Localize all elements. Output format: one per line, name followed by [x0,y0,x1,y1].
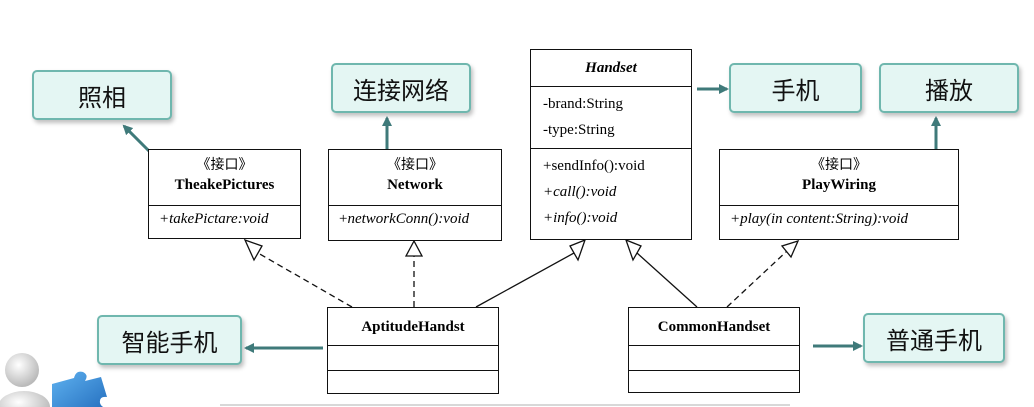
operations-section: +play(in content:String):void [720,205,958,232]
class-header: 《接口》 PlayWiring [720,150,958,205]
interface-play-wiring: 《接口》 PlayWiring +play(in content:String)… [719,149,959,240]
person-head-icon [5,353,39,387]
generalization-aptitude-handset [475,252,575,308]
class-header: 《接口》 Network [329,150,501,205]
note-common-phone: 普通手机 [863,313,1005,363]
triangle-head-network [404,239,424,257]
class-name: PlayWiring [802,177,876,193]
operations-section: +networkConn():void [329,205,501,232]
operations-section [629,370,799,392]
operations-section: +takePictare:void [149,205,300,232]
operation: +call():void [543,184,617,200]
class-name: Handset [585,60,637,76]
class-handset: Handset -brand:String -type:String +send… [530,49,692,240]
note-handset: 手机 [729,63,862,113]
stereotype-label: 《接口》 [387,157,443,173]
class-name: CommonHandset [657,318,771,335]
interface-network: 《接口》 Network +networkConn():void [328,149,502,241]
attributes-section: -brand:String -type:String [531,86,691,148]
class-name: AptitudeHandst [361,318,465,335]
person-body-icon [0,391,50,407]
generalization-common-handset [636,252,698,308]
note-smart-phone: 智能手机 [97,315,242,365]
puzzle-piece-icon [52,371,109,407]
realization-common-playwiring [726,250,788,308]
interface-take-pictures: 《接口》 TheakePictures +takePictare:void [148,149,301,239]
operation: +play(in content:String):void [730,211,908,227]
attributes-section [629,345,799,370]
attributes-section [328,345,498,370]
class-header: Handset [531,50,691,86]
operation: +networkConn():void [329,206,501,232]
class-common-handset: CommonHandset [628,307,800,393]
person-puzzle-clipart [0,353,109,407]
class-header: AptitudeHandst [328,308,498,345]
operation: +info():void [543,210,618,226]
triangle-head-handset-right [624,238,642,262]
note-play: 播放 [879,63,1019,113]
triangle-head-takepictures [243,238,263,262]
class-aptitude-handset: AptitudeHandst [327,307,499,394]
attribute: -brand:String [543,96,623,112]
arrow-to-photo-note [122,124,152,154]
attribute: -type:String [543,122,615,138]
operations-section [328,370,498,393]
stereotype-label: 《接口》 [196,157,253,173]
operation-text: +networkConn():void [339,211,470,227]
triangle-head-handset-left [569,238,587,262]
triangle-head-playwiring [780,239,800,259]
class-header: 《接口》 TheakePictures [149,150,300,205]
operation-signature: networkConn():void [347,211,470,227]
class-name: TheakePictures [174,177,275,193]
operations-section: +sendInfo():void +call():void +info():vo… [531,148,691,231]
note-network: 连接网络 [331,63,471,113]
stereotype-label: 《接口》 [811,157,867,173]
note-photo: 照相 [32,70,172,120]
operation: +takePictare:void [159,211,269,227]
realization-aptitude-takepictures [257,252,353,308]
operation: +sendInfo():void [543,158,645,174]
class-header: CommonHandset [629,308,799,345]
class-name: Network [387,177,443,193]
